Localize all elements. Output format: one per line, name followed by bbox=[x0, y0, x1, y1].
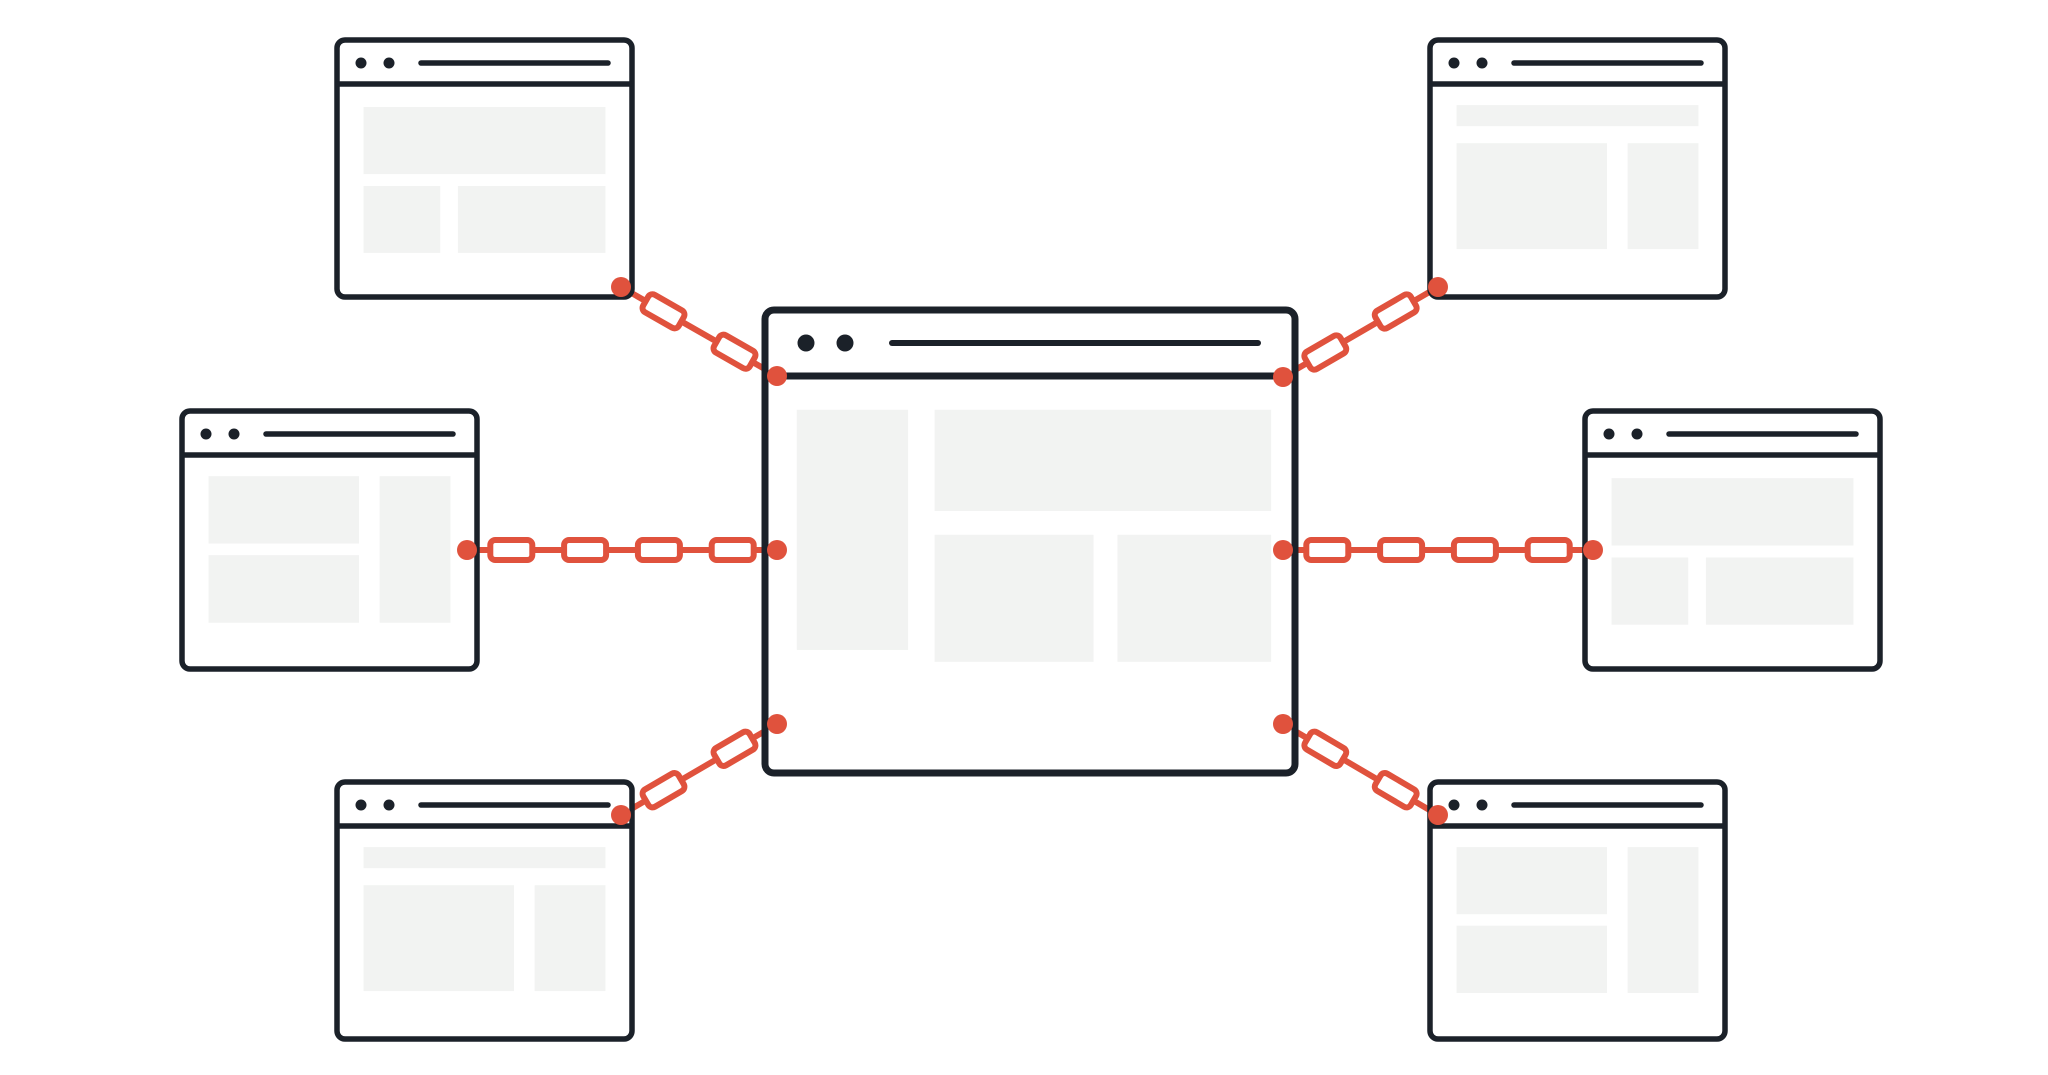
link-endpoint-dot-icon bbox=[767, 540, 787, 560]
link-endpoint-dot-icon bbox=[457, 540, 477, 560]
chain-segment-icon bbox=[1450, 537, 1499, 563]
satellite-window-top-right bbox=[1427, 37, 1728, 300]
link-endpoint-dot-icon bbox=[767, 714, 787, 734]
window-control-dot-icon bbox=[1631, 428, 1643, 440]
window-control-dot-icon bbox=[1448, 57, 1460, 69]
content-placeholder-block bbox=[934, 409, 1272, 511]
chain-segment-icon bbox=[487, 537, 536, 563]
hub-browser-window bbox=[761, 306, 1299, 777]
chain-segment-icon bbox=[639, 770, 688, 811]
links-layer bbox=[464, 284, 1596, 818]
chain-segment-icon bbox=[561, 537, 610, 563]
window-control-dot-icon bbox=[1476, 57, 1488, 69]
window-control-dot-icon bbox=[355, 57, 367, 69]
window-control-dot-icon bbox=[797, 334, 815, 352]
chain-segment-icon bbox=[1377, 537, 1426, 563]
window-control-dot-icon bbox=[383, 57, 395, 69]
endpoints-layer bbox=[457, 277, 1603, 825]
chain-link-middle-right bbox=[1280, 537, 1596, 563]
chain-segment-icon bbox=[1303, 537, 1352, 563]
satellite-window-bottom-right bbox=[1427, 779, 1728, 1042]
window-control-dot-icon bbox=[200, 428, 212, 440]
chain-segment-icon bbox=[710, 728, 759, 769]
content-placeholder-block bbox=[934, 534, 1094, 662]
content-placeholder-block bbox=[379, 476, 451, 623]
window-control-dot-icon bbox=[1603, 428, 1615, 440]
satellite-window-middle-left bbox=[179, 408, 480, 672]
content-placeholder-block bbox=[1611, 478, 1854, 546]
window-control-dot-icon bbox=[228, 428, 240, 440]
content-placeholder-block bbox=[1456, 105, 1699, 127]
content-placeholder-block bbox=[1611, 557, 1689, 625]
content-placeholder-block bbox=[1456, 847, 1607, 915]
content-placeholder-block bbox=[1627, 847, 1699, 993]
link-endpoint-dot-icon bbox=[611, 277, 631, 297]
window-control-dot-icon bbox=[1476, 799, 1488, 811]
chain-link-top-right bbox=[1280, 284, 1441, 380]
link-endpoint-dot-icon bbox=[1583, 540, 1603, 560]
link-endpoint-dot-icon bbox=[1428, 277, 1448, 297]
content-placeholder-block bbox=[1705, 557, 1854, 625]
content-placeholder-block bbox=[1627, 143, 1699, 250]
chain-segment-icon bbox=[634, 537, 683, 563]
content-placeholder-block bbox=[534, 885, 606, 992]
content-placeholder-block bbox=[208, 555, 359, 623]
satellite-window-top-left bbox=[334, 37, 635, 300]
content-placeholder-block bbox=[208, 476, 359, 544]
content-placeholder-block bbox=[796, 409, 909, 650]
content-placeholder-block bbox=[363, 107, 606, 175]
satellite-window-middle-right bbox=[1582, 408, 1883, 672]
link-endpoint-dot-icon bbox=[1273, 367, 1293, 387]
window-control-dot-icon bbox=[383, 799, 395, 811]
content-placeholder-block bbox=[363, 186, 441, 253]
chain-segment-icon bbox=[1301, 332, 1350, 373]
chain-link-middle-left bbox=[464, 537, 780, 563]
chain-segment-icon bbox=[1301, 728, 1350, 769]
window-control-dot-icon bbox=[836, 334, 854, 352]
satellite-window-bottom-left bbox=[334, 779, 635, 1042]
chain-segment-icon bbox=[1524, 537, 1573, 563]
chain-segment-icon bbox=[708, 537, 757, 563]
chain-link-bottom-right bbox=[1280, 721, 1441, 818]
link-endpoint-dot-icon bbox=[1273, 540, 1293, 560]
windows-layer bbox=[179, 37, 1883, 1042]
window-control-dot-icon bbox=[1448, 799, 1460, 811]
content-placeholder-block bbox=[363, 847, 606, 869]
window-control-dot-icon bbox=[355, 799, 367, 811]
link-endpoint-dot-icon bbox=[611, 805, 631, 825]
content-placeholder-block bbox=[1117, 534, 1272, 662]
content-placeholder-block bbox=[1456, 143, 1607, 250]
chain-link-top-left bbox=[618, 284, 780, 379]
link-endpoint-dot-icon bbox=[1428, 805, 1448, 825]
content-placeholder-block bbox=[457, 186, 606, 253]
content-placeholder-block bbox=[363, 885, 514, 992]
chain-segment-icon bbox=[710, 331, 759, 372]
link-endpoint-dot-icon bbox=[767, 366, 787, 386]
chain-segment-icon bbox=[639, 291, 688, 332]
link-endpoint-dot-icon bbox=[1273, 714, 1293, 734]
chain-segment-icon bbox=[1371, 770, 1420, 811]
chain-link-bottom-left bbox=[618, 721, 780, 818]
chain-segment-icon bbox=[1371, 291, 1420, 332]
content-placeholder-block bbox=[1456, 925, 1607, 993]
